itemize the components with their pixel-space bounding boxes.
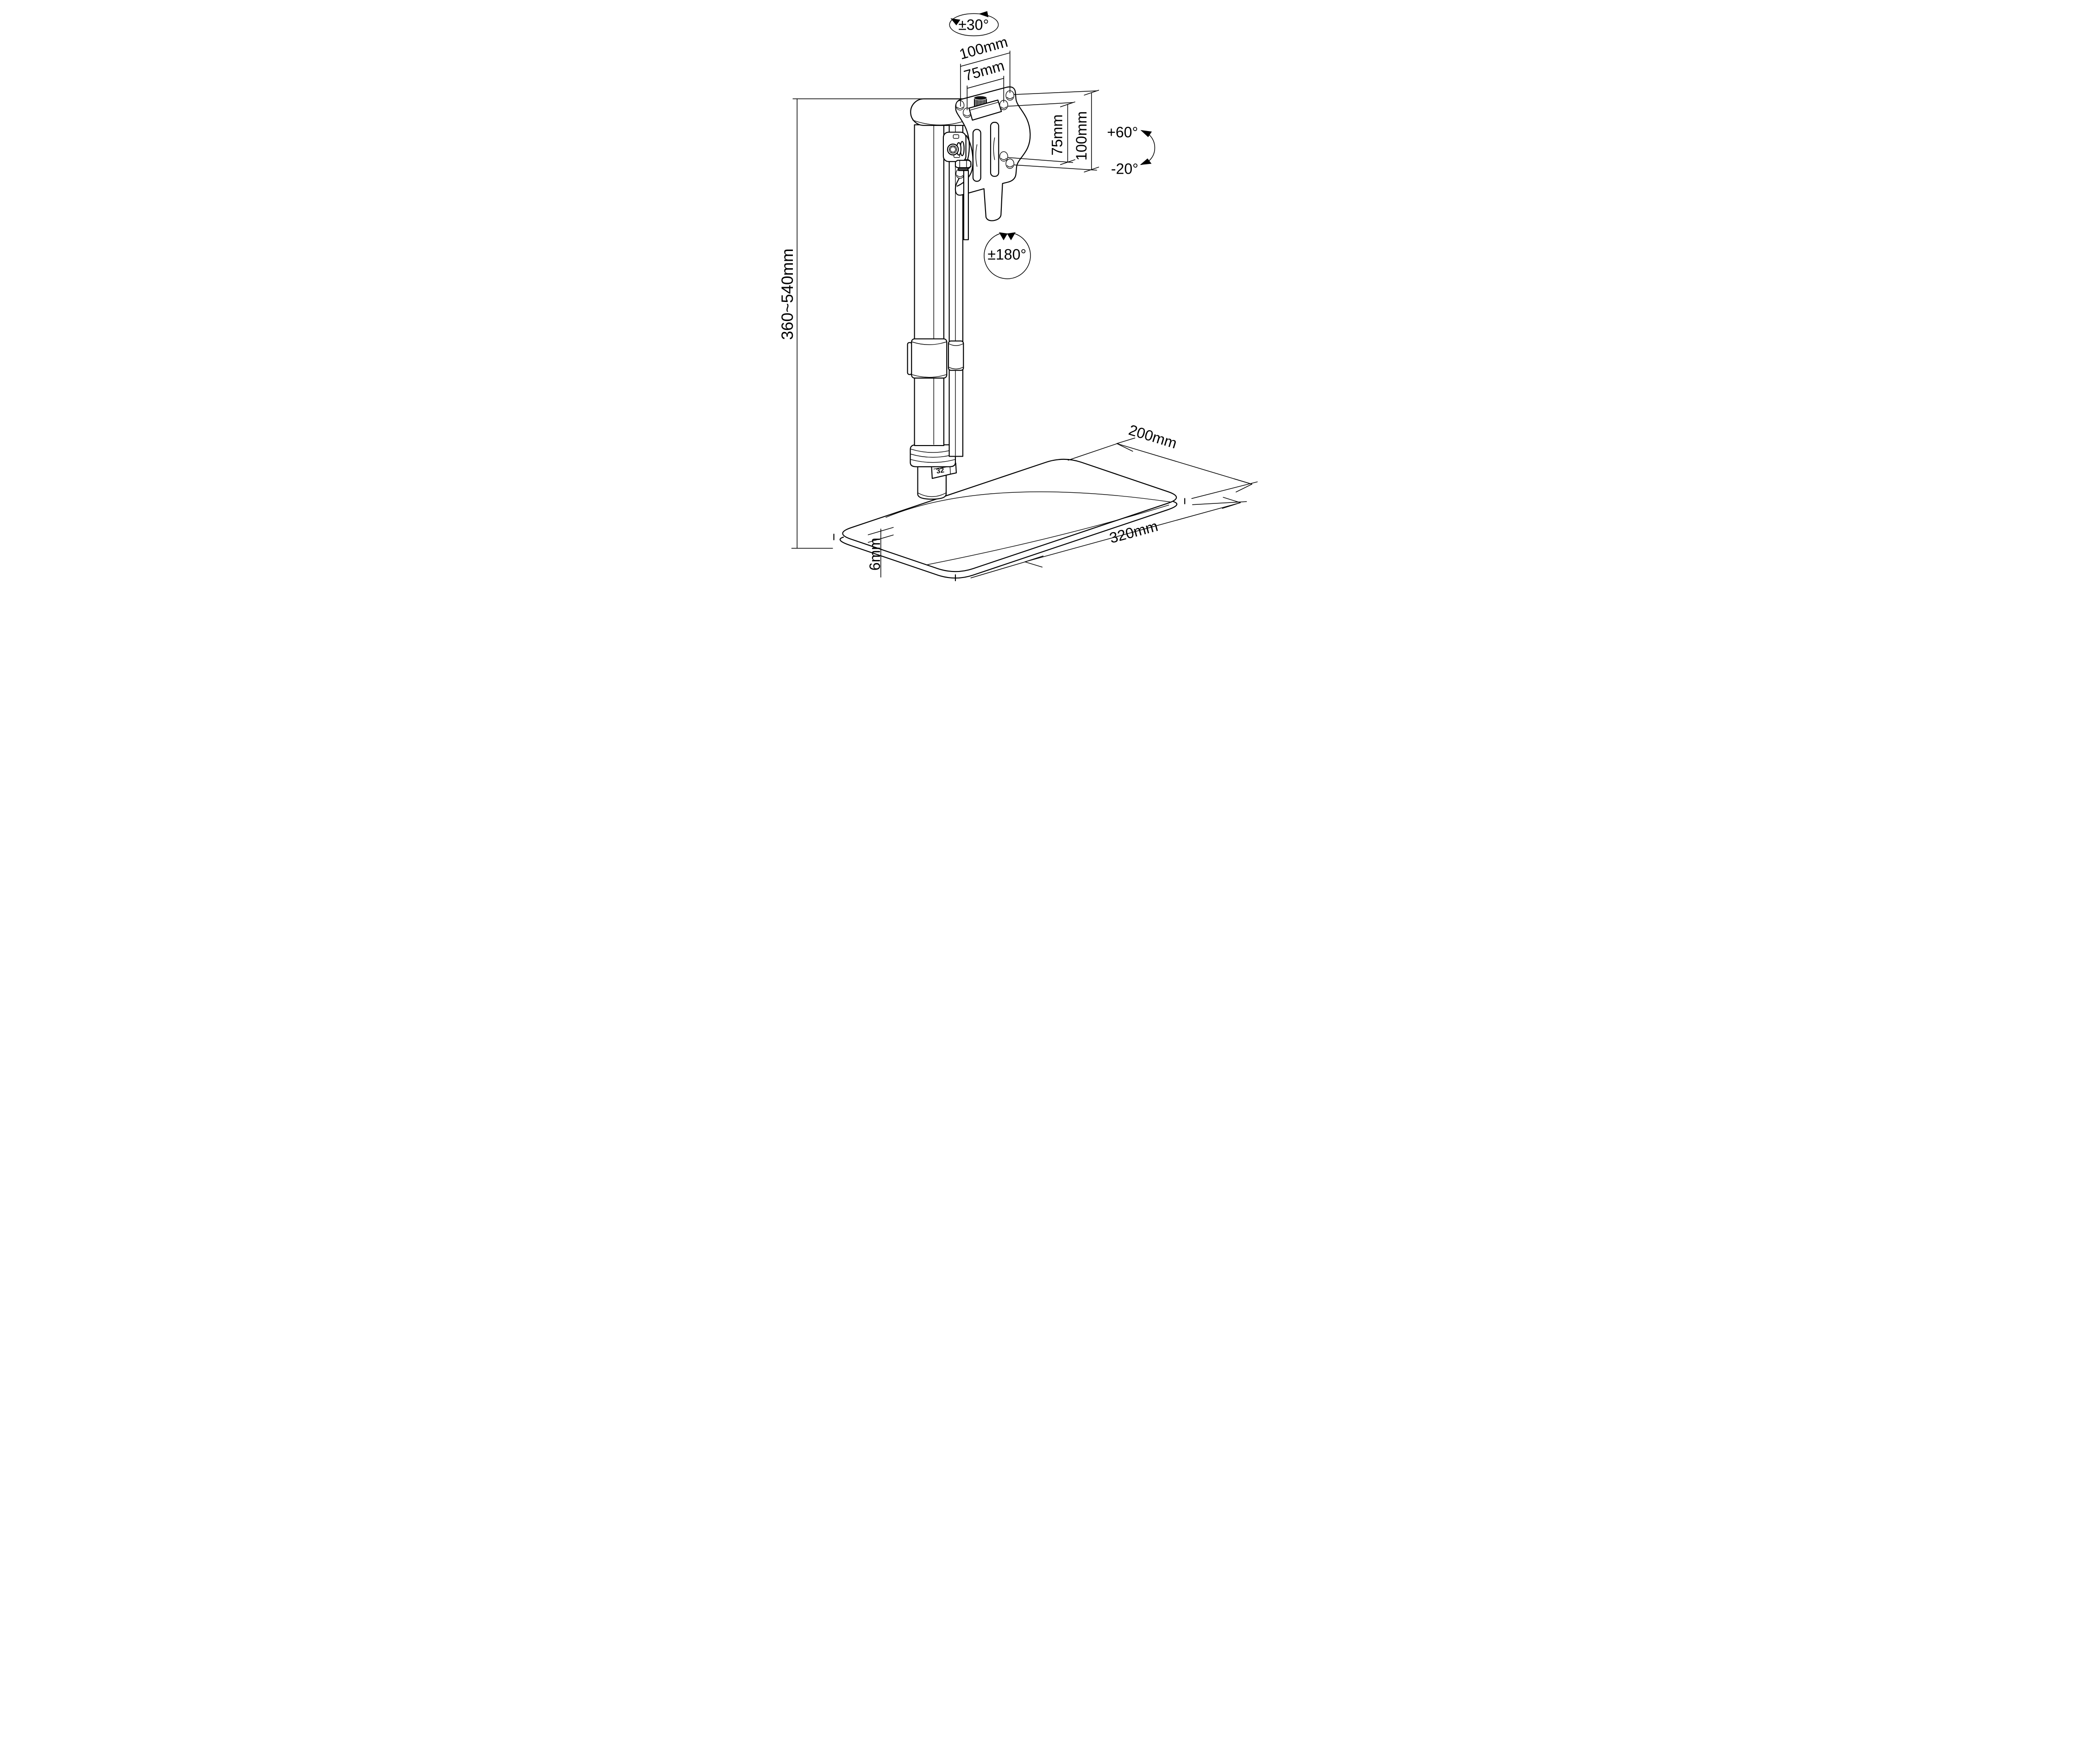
rotation-label: ±180° bbox=[987, 246, 1026, 263]
technical-drawing-page: 32 bbox=[693, 0, 1386, 589]
pole-tube bbox=[914, 124, 944, 446]
depth-arrow-right-icon bbox=[1233, 478, 1252, 493]
foot-size-label: 32 bbox=[936, 466, 945, 475]
vesa-holes-outer bbox=[955, 90, 1014, 179]
depth-arrow-left-icon bbox=[1116, 437, 1136, 452]
dim-height: 360~540mm bbox=[779, 98, 942, 549]
base-style-curve-back bbox=[886, 491, 1171, 518]
dim-tilt: +60° -20° bbox=[1107, 124, 1156, 177]
pole-collar-bottom-arc bbox=[911, 374, 947, 378]
vesa-hole-shadow bbox=[1006, 165, 1013, 168]
vesa-hole-shadow bbox=[1006, 97, 1013, 99]
base-depth-label: 200mm bbox=[1127, 421, 1179, 452]
base-plate bbox=[833, 458, 1186, 581]
base-width-label: 320mm bbox=[1108, 518, 1160, 546]
vesa-height-inner-label: 75mm bbox=[1049, 114, 1065, 156]
vesa-slot-right bbox=[990, 122, 999, 177]
vesa-slot-left-crescent bbox=[975, 144, 978, 167]
dim-rotation: ±180° bbox=[984, 232, 1031, 279]
rotation-arrow-left-icon bbox=[999, 232, 1008, 240]
tension-knob bbox=[968, 95, 1002, 121]
pole-collar-top-arc bbox=[911, 341, 947, 345]
base-thickness-label: 6mm bbox=[867, 538, 883, 571]
vesa-slot-left bbox=[972, 129, 981, 182]
hinge-tab-top bbox=[953, 134, 959, 139]
lock-nut bbox=[955, 160, 972, 169]
tilt-up-label: +60° bbox=[1107, 124, 1138, 141]
knob-top bbox=[974, 95, 987, 100]
tilt-down-label: -20° bbox=[1111, 160, 1138, 177]
vesa-height-outer-label: 100mm bbox=[1073, 111, 1090, 161]
pole bbox=[907, 98, 979, 457]
swivel-arrow-right-icon bbox=[978, 11, 989, 18]
rail-clip-top-arc bbox=[948, 343, 963, 346]
rail-clip bbox=[948, 340, 964, 371]
vesa-hole-shadow bbox=[1000, 158, 1007, 160]
base-top-face bbox=[842, 458, 1177, 572]
tilt-arrow-down-icon bbox=[1140, 158, 1152, 165]
adjust-rod bbox=[963, 170, 969, 240]
vesa-hole-shadow bbox=[957, 175, 963, 177]
vesa-hole-shadow bbox=[1000, 107, 1007, 109]
pole-collar bbox=[911, 338, 948, 379]
vesa-hole-shadow bbox=[964, 114, 970, 117]
swivel-arrow-left-icon bbox=[950, 18, 961, 25]
swivel-ellipse bbox=[949, 13, 999, 37]
foot-collar-line2 bbox=[910, 459, 955, 463]
dim-base-thickness: 6mm bbox=[867, 527, 894, 578]
vesa-plate bbox=[955, 86, 1031, 221]
vesa-boss-curve bbox=[956, 135, 974, 187]
rotation-arrow-right-icon bbox=[1007, 232, 1016, 240]
monitor-stand-dimension-diagram: 32 bbox=[693, 0, 1386, 589]
tilt-arrow-up-icon bbox=[1140, 130, 1152, 138]
rail-clip-bottom-arc bbox=[948, 367, 963, 370]
dim-swivel-top: ±30° bbox=[949, 11, 999, 37]
swivel-top-label: ±30° bbox=[958, 16, 989, 33]
knob-seat bbox=[968, 100, 1002, 121]
foot-cylinder-bottom-arc bbox=[917, 492, 946, 497]
bolt-hex-socket bbox=[949, 146, 956, 152]
pole-foot: 32 bbox=[910, 444, 957, 500]
dim-vesa-height-outer: 100mm bbox=[1013, 90, 1099, 173]
knob-seat-edge bbox=[969, 102, 999, 111]
dim-vesa-height-inner: 75mm bbox=[1007, 101, 1075, 165]
base-style-curve-front bbox=[927, 504, 1169, 565]
tilt-hinge bbox=[942, 132, 972, 240]
width-arrow-right-icon bbox=[1222, 497, 1241, 509]
vesa-width-inner-label: 75mm bbox=[962, 57, 1006, 84]
vesa-slot-right-crescent bbox=[993, 137, 995, 160]
height-range-label: 360~540mm bbox=[779, 249, 797, 340]
rotation-arc bbox=[984, 233, 1031, 279]
vesa-hole-shadow bbox=[957, 107, 963, 109]
